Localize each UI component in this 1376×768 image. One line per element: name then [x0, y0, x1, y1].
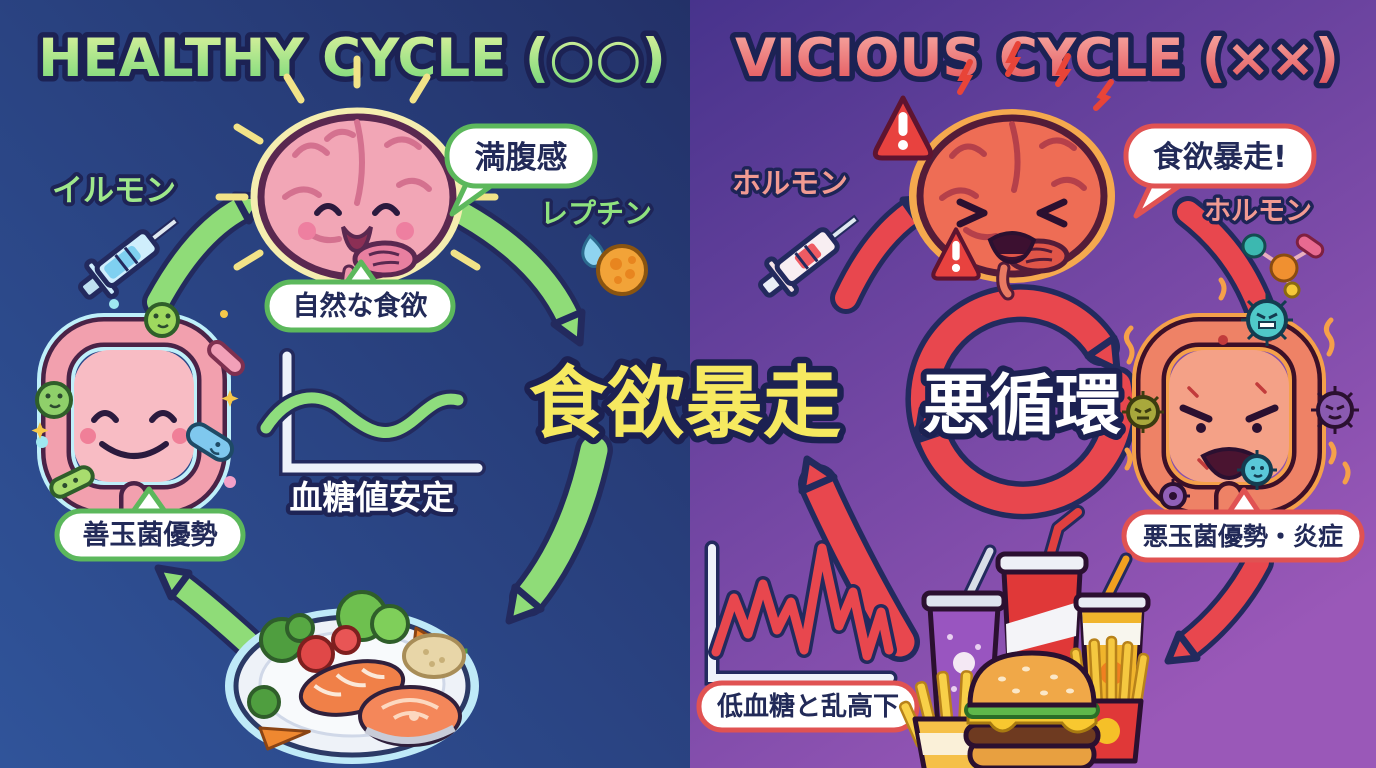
satiety-speech-bubble: 満腹感: [444, 123, 598, 217]
arrow-brain-to-center-head: [550, 308, 586, 347]
hormone-label-left-side: イルモン: [52, 173, 176, 209]
arrow-plate-to-gut-head: [154, 564, 193, 601]
natural-appetite-bubble: 自然な食欲: [264, 259, 456, 333]
bad-bacteria-text: 悪玉菌優勢・炎症: [1143, 522, 1343, 551]
cheeseburger: [963, 650, 1101, 768]
syringe-icon-vicious: [758, 214, 860, 298]
gut-eye-right: [149, 410, 177, 423]
healthy-food-plate-icon: [225, 590, 479, 764]
arrow-chart-to-cycle-head: [798, 455, 838, 495]
scrunched-eyes: [956, 198, 1068, 228]
gut-eye-left: [91, 410, 119, 423]
vicious-cycle-center-text: 悪循環: [923, 367, 1121, 444]
arrow-gut-to-junkfood-head: [1164, 630, 1201, 665]
blood-sugar-caption: 血糖値安定: [290, 478, 455, 517]
appetite-rampage-bubble: 食欲暴走!: [1123, 123, 1317, 219]
happy-eye-left: [314, 203, 342, 216]
brain-folds: [282, 119, 432, 244]
vicious-cycle-arrows: [798, 194, 1280, 665]
arrow-center-to-plate-head: [505, 583, 545, 625]
appetite-rampage-text: 食欲暴走!: [1153, 140, 1287, 175]
appetite-runaway-center-text: 食欲暴走: [529, 359, 841, 449]
bad-bacteria-icons: [1122, 294, 1359, 513]
brown-rice: [402, 633, 466, 679]
leptin-hormone-icon: [581, 233, 648, 296]
hormone-label-vicious-right: ホルモン: [1204, 196, 1312, 227]
gut-smile: [99, 441, 169, 459]
vicious-title: VICIOUS CYCLE (××): [735, 28, 1339, 89]
leptin-label: レプチン: [540, 197, 652, 230]
syringe-icon-healthy: [78, 216, 180, 300]
bad-bacteria-bubble: 悪玉菌優勢・炎症: [1121, 487, 1365, 563]
sparkle-icon: [221, 390, 239, 407]
happy-brain-icon: [215, 55, 499, 321]
warning-triangle-icon: [931, 227, 981, 281]
hormone-molecule-icon: [1241, 233, 1325, 299]
angry-brow-right: [1245, 404, 1279, 423]
yellow-soda-cup: [1073, 552, 1151, 720]
sparkle-icon: [31, 422, 49, 439]
tomato: [297, 635, 335, 673]
low-blood-sugar-text: 低血糖と乱高下: [716, 691, 899, 722]
cycle-arc-top-head: [1084, 334, 1121, 374]
heat-squiggle-icons: [1123, 277, 1351, 485]
natural-appetite-text: 自然な食欲: [293, 290, 428, 322]
happy-gut-icon: [31, 299, 245, 551]
low-blood-sugar-bubble: 低血糖と乱高下: [696, 680, 920, 733]
good-bacteria-bubble: 善玉菌優勢: [54, 486, 246, 562]
happy-eye-right: [372, 203, 400, 216]
satiety-text: 満腹感: [475, 140, 568, 176]
wailing-mouth: [987, 231, 1037, 265]
cycle-arc-bottom-head: [913, 405, 951, 444]
stable-blood-sugar-chart: [256, 348, 486, 476]
healthy-title: HEALTHY CYCLE (○○): [38, 28, 666, 89]
happy-mouth: [341, 225, 373, 254]
angry-brow-left: [1179, 404, 1213, 423]
warning-triangle-icon: [872, 95, 934, 161]
hormone-label-vicious-left: ホルモン: [732, 166, 848, 200]
good-bacteria-icons: [31, 299, 245, 499]
angry-brain-icon: [909, 41, 1115, 301]
good-bacteria-text: 善玉菌優勢: [83, 519, 218, 551]
salmon-steak: [358, 685, 462, 747]
junk-food-icon: [898, 505, 1151, 768]
stress-bolt-icons: [957, 41, 1114, 111]
volatile-blood-sugar-chart: [704, 540, 898, 686]
